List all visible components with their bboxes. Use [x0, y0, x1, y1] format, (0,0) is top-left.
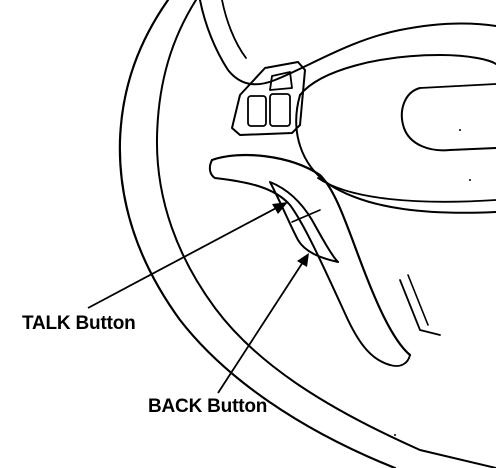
speck: [469, 179, 471, 181]
steering-switch-cluster: [231, 61, 306, 136]
speck: [394, 434, 396, 436]
lower-spoke: [208, 153, 412, 367]
airbag-hub: [295, 54, 496, 214]
steering-wheel-rim: [118, 0, 496, 468]
upper-spoke: [199, 0, 496, 86]
dashboard-trim: [399, 274, 441, 336]
back-callout-leader: [217, 253, 309, 394]
talk-back-button-pad: [269, 181, 339, 263]
back-button-label: BACK Button: [148, 396, 268, 417]
talk-button-label: TALK Button: [22, 313, 136, 334]
talk-callout-leader: [87, 202, 288, 309]
speck: [459, 129, 461, 131]
